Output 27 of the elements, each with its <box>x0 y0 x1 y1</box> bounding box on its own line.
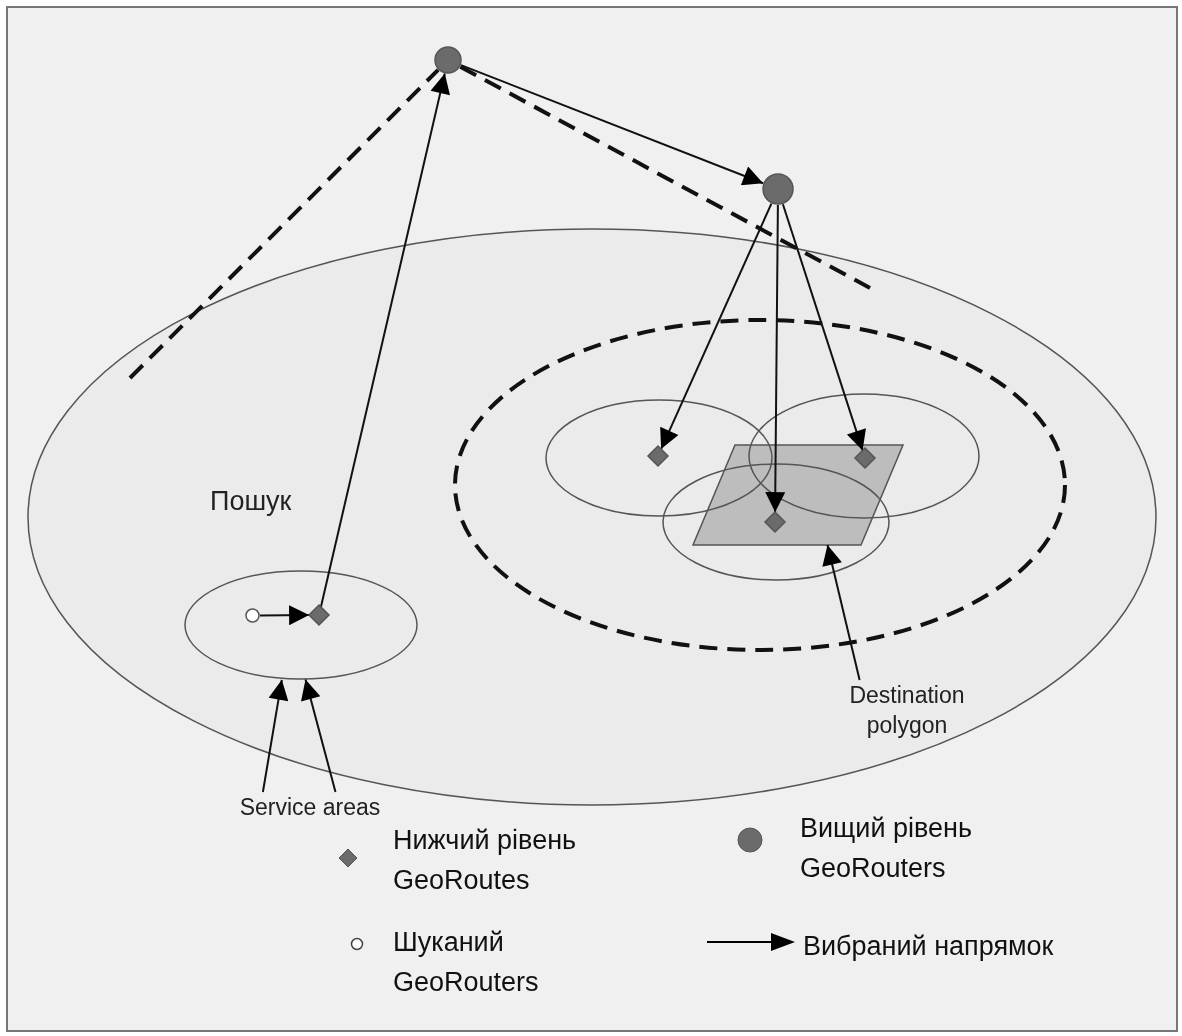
arrow <box>319 72 450 608</box>
arrow <box>660 202 773 451</box>
legend-text: Нижчий рівень GeoRoutes <box>393 824 578 897</box>
legend-text: Шуканий GeoRouters <box>393 926 540 999</box>
leader-line <box>822 544 861 681</box>
arrow <box>460 64 765 186</box>
arrow <box>765 204 786 514</box>
router-circle <box>762 173 794 205</box>
leader-line <box>301 678 337 793</box>
leader-line <box>261 678 289 793</box>
router-diamond <box>765 512 785 532</box>
arrow <box>259 605 311 626</box>
router-diamond <box>309 605 329 625</box>
router-diamond <box>648 446 668 466</box>
legend-text: Вищий рівень GeoRouters <box>800 812 974 885</box>
legend-text: Вибраний напрямок <box>803 930 1055 963</box>
router-circle <box>434 46 462 74</box>
service-area-ellipse <box>184 570 418 680</box>
searched-router-circle <box>245 608 260 623</box>
destination-polygon <box>693 445 903 545</box>
callout-text: Service areas <box>200 792 420 826</box>
dashed-line <box>128 68 440 380</box>
arrow <box>781 203 866 452</box>
router-diamond <box>855 448 875 468</box>
dashed-line <box>459 64 871 290</box>
area-label: Пошук <box>210 486 292 517</box>
callout-text: Destination polygon <box>822 680 992 742</box>
